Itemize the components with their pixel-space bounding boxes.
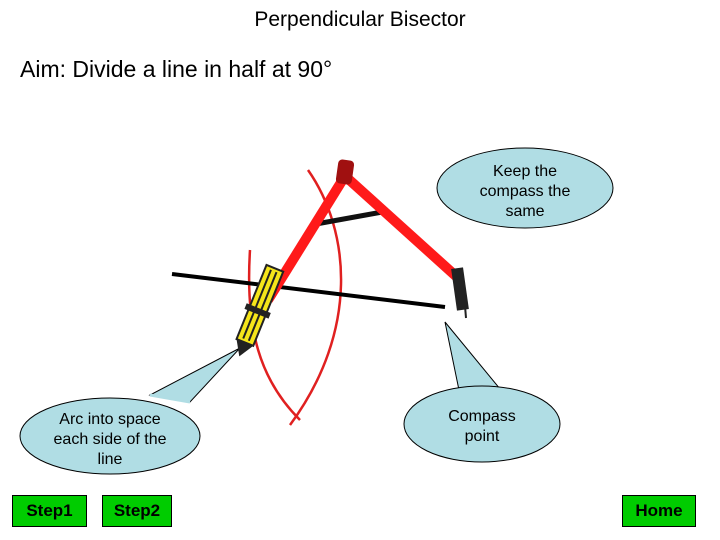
callout-arc-into-space-text: Arc into space each side of the line — [53, 411, 167, 468]
construction-arc-right — [247, 249, 301, 421]
pencil-icon — [235, 263, 285, 357]
page-title: Perpendicular Bisector — [254, 8, 466, 31]
aim-text: Aim: Divide a line in half at 90° — [20, 56, 333, 82]
callout-keep-same-text: Keep the compass the same — [479, 163, 571, 220]
home-button[interactable]: Home — [622, 495, 696, 527]
construction-arc-left — [288, 169, 343, 426]
line-segment — [171, 272, 446, 309]
callout-compass-point — [403, 321, 561, 463]
callout-compass-point-text: Compass point — [448, 408, 516, 445]
callout-keep-same — [436, 147, 614, 229]
step2-button[interactable]: Step2 — [102, 495, 172, 527]
callout-arc-into-space — [19, 347, 241, 475]
step1-button[interactable]: Step1 — [12, 495, 87, 527]
